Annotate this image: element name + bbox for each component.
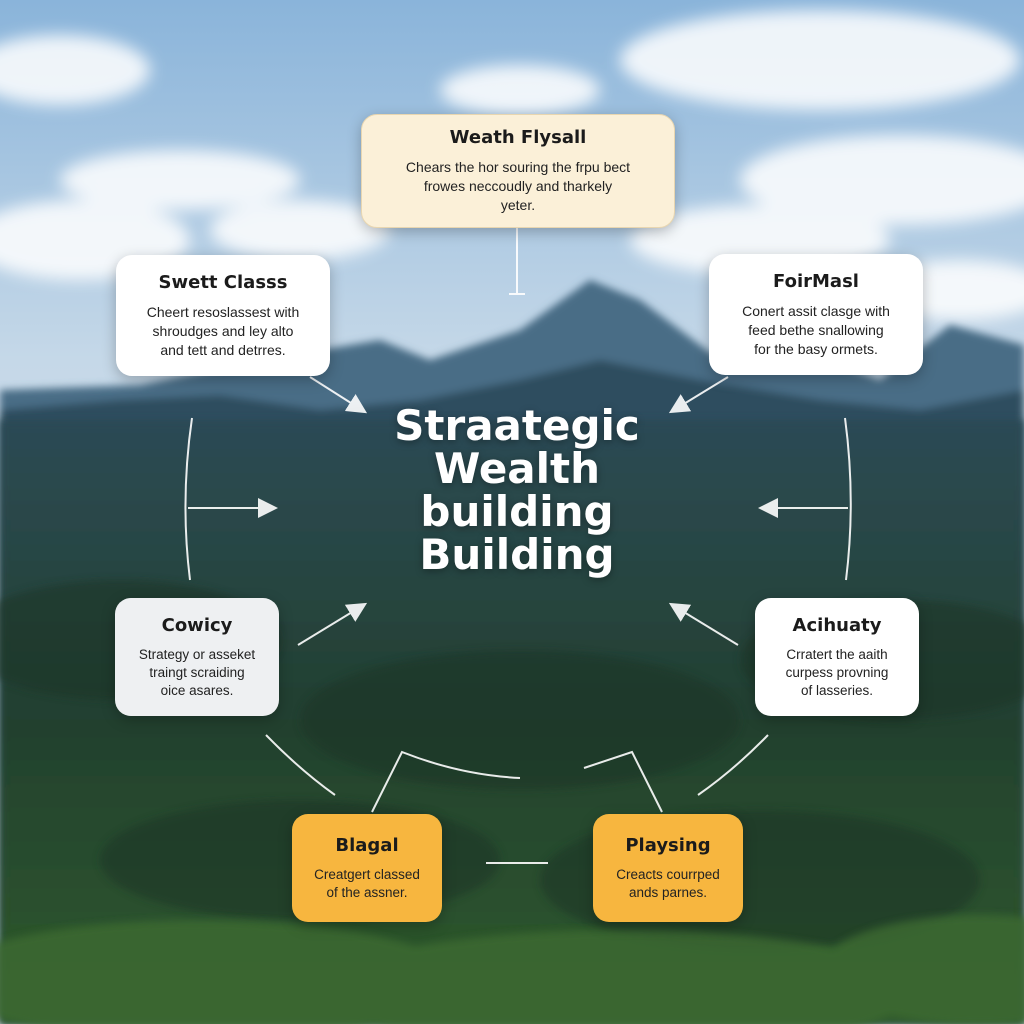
foreground-trees xyxy=(0,915,1024,1024)
node-description: Creacts courrped ands parnes. xyxy=(616,866,720,900)
connector-bottom-right xyxy=(583,750,663,813)
center-title-line: Wealth xyxy=(433,444,601,493)
center-title: Straategic Wealth building Building xyxy=(372,404,662,576)
node-card-top[interactable]: Weath Flysall Chears the hor souring the… xyxy=(361,114,675,228)
node-card-bottom-left[interactable]: Blagal Creatgert classed of the assner. xyxy=(292,814,442,922)
arc-right xyxy=(844,417,852,581)
node-description: Creatgert classed of the assner. xyxy=(314,866,420,900)
node-description: Cheert resoslassest with shroudges and l… xyxy=(146,303,300,358)
arrow-upper-right xyxy=(668,376,729,414)
node-description: Crratert the aaith curpess provning of l… xyxy=(785,646,889,698)
node-title: FoirMasl xyxy=(773,270,859,292)
center-title-line: building xyxy=(420,487,614,536)
node-card-mid-left[interactable]: Cowicy Strategy or asseket traingt scrai… xyxy=(115,598,279,716)
node-card-upper-right[interactable]: FoirMasl Conert assit clasge with feed b… xyxy=(709,254,923,375)
arrow-mid-left xyxy=(297,602,368,646)
node-description: Conert assit clasge with feed bethe snal… xyxy=(742,302,890,357)
arc-bottom-right xyxy=(697,734,769,796)
arc-bottom-left xyxy=(265,734,336,796)
node-card-mid-right[interactable]: Acihuaty Crratert the aaith curpess prov… xyxy=(755,598,919,716)
center-title-line: Building xyxy=(419,530,615,579)
node-title: Swett Classs xyxy=(158,271,288,293)
node-description: Chears the hor souring the frpu bect fro… xyxy=(405,159,631,213)
node-title: Blagal xyxy=(335,834,399,856)
arrow-upper-left xyxy=(309,376,368,414)
node-card-upper-left[interactable]: Swett Classs Cheert resoslassest with sh… xyxy=(116,255,330,376)
connector-bottom-left xyxy=(371,750,521,813)
arrow-mid-right xyxy=(668,602,739,646)
node-title: Weath Flysall xyxy=(449,127,587,148)
arc-left xyxy=(184,417,193,581)
node-description: Strategy or asseket traingt scraiding oi… xyxy=(138,646,256,698)
node-card-bottom-right[interactable]: Playsing Creacts courrped ands parnes. xyxy=(593,814,743,922)
center-title-line: Straategic xyxy=(394,401,640,450)
node-title: Cowicy xyxy=(161,614,233,636)
node-title: Playsing xyxy=(625,834,711,856)
node-title: Acihuaty xyxy=(792,614,882,636)
